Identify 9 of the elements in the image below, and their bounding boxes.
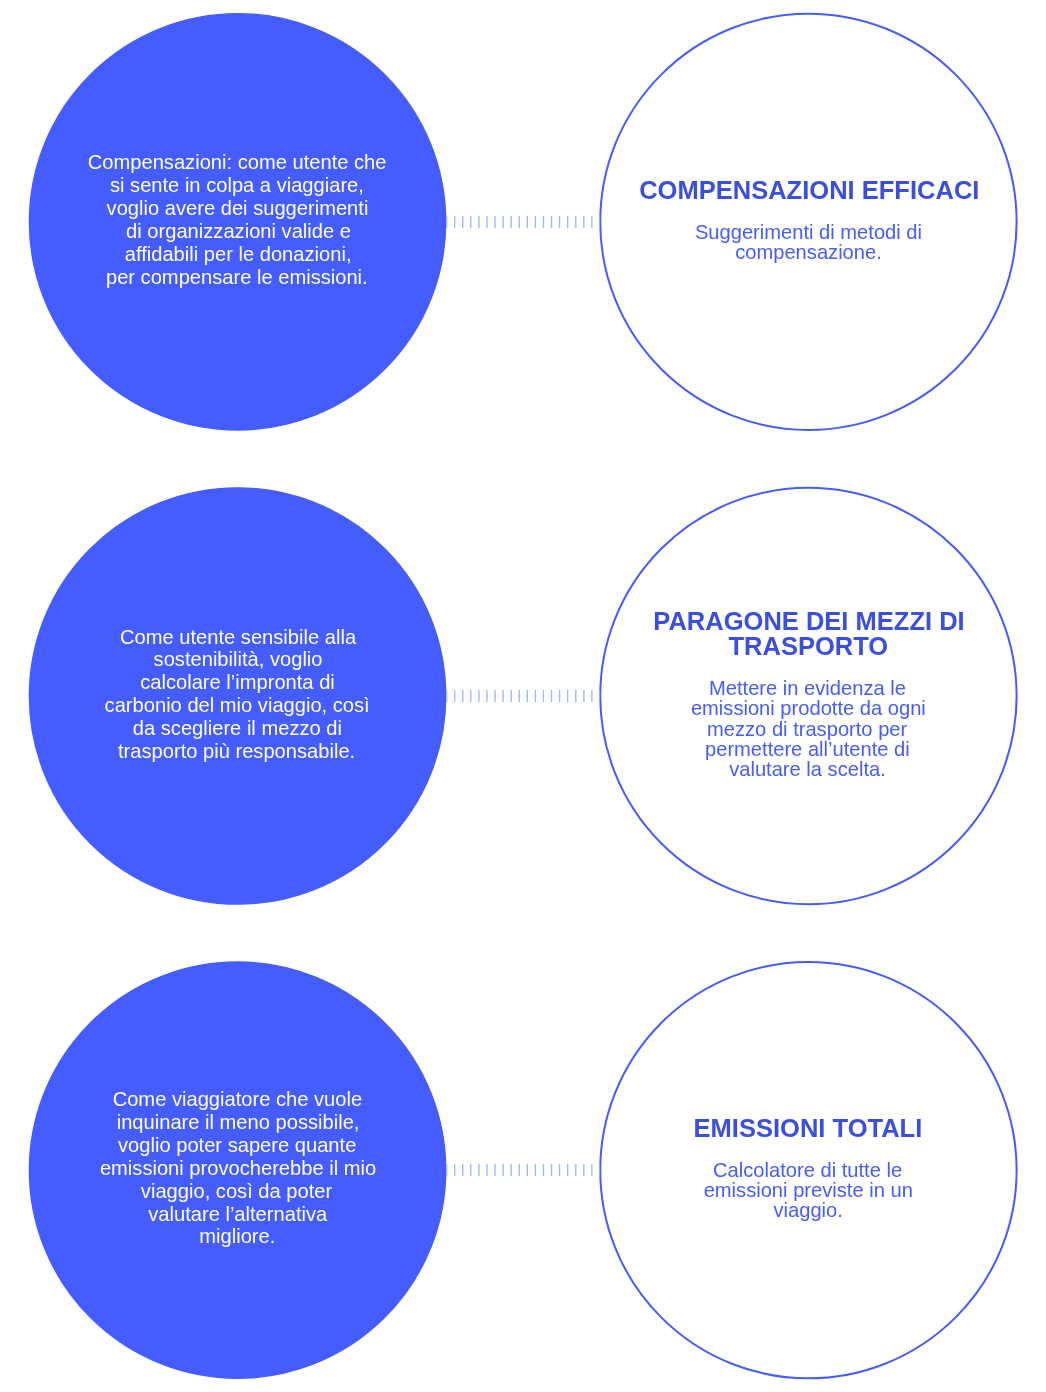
node-circle: PARAGONE DEI MEZZI DI TRASPORTO Mettere in evidenza le emissioni prodotte da ogni mezzo di trasporto per permettere all’utente di valutare la scelta.: [599, 486, 1018, 906]
node-circle: Come utente sensibile alla sostenibilità, voglio calcolare l’impronta di carbonio del mio viaggio, così da scegliere il mezzo di trasporto più responsabile.: [28, 487, 447, 905]
node-circle: Come viaggiatore che vuole inquinare il meno possibile, voglio poter sapere quante emissioni provocherebbe il mio viaggio, così da poter valutare l’alternativa migliore.: [28, 961, 447, 1379]
node-circle: Compensazioni: come utente che si sente in colpa a viaggiare, voglio avere dei suggerimenti di organizzazioni valide e affidabili per le donazioni, per compensare le emissioni.: [28, 13, 447, 431]
connector: [446, 1164, 600, 1177]
node-circle: COMPENSAZIONI EFFICACI Suggerimenti di metodi di compensazione.: [599, 12, 1018, 432]
connector: [446, 215, 600, 228]
connector: [446, 689, 600, 703]
node-circle: EMISSIONI TOTALI Calcolatore di tutte le emissioni previste in un viaggio.: [599, 960, 1018, 1380]
